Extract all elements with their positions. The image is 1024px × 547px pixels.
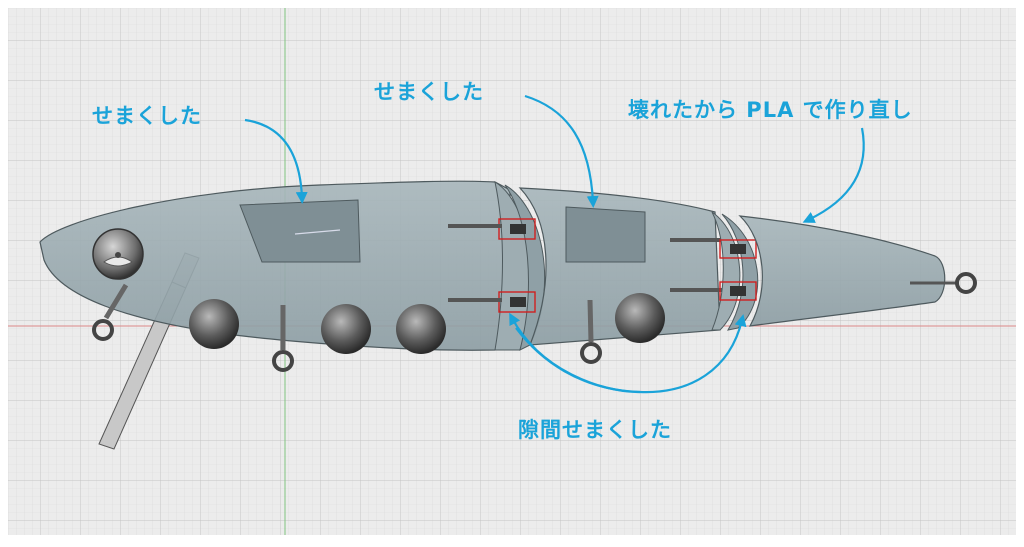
joint-highlight-box: [719, 281, 757, 301]
joint-rear: [711, 211, 759, 331]
body-front-section: [39, 180, 511, 351]
lure-eye-icon: [92, 228, 144, 280]
annotation-narrowed-middle: せまくした: [374, 80, 484, 104]
line-eye-icon: [955, 272, 977, 294]
annotation-arrows: [244, 94, 865, 394]
annotation-rebuilt-pla: 壊れたから PLA で作り直し: [628, 98, 913, 122]
weight-ball-icon: [189, 293, 665, 354]
joint-highlight-box: [719, 239, 757, 259]
split-ring-icon: [92, 283, 602, 372]
annotation-narrowed-front: せまくした: [92, 104, 202, 128]
annotation-gap-narrowed: 隙間せまくした: [518, 418, 672, 442]
joint-front: [448, 180, 546, 351]
body-tail-section: [738, 215, 958, 327]
body-middle-section: [518, 187, 728, 346]
joint-highlight-box: [498, 218, 536, 240]
